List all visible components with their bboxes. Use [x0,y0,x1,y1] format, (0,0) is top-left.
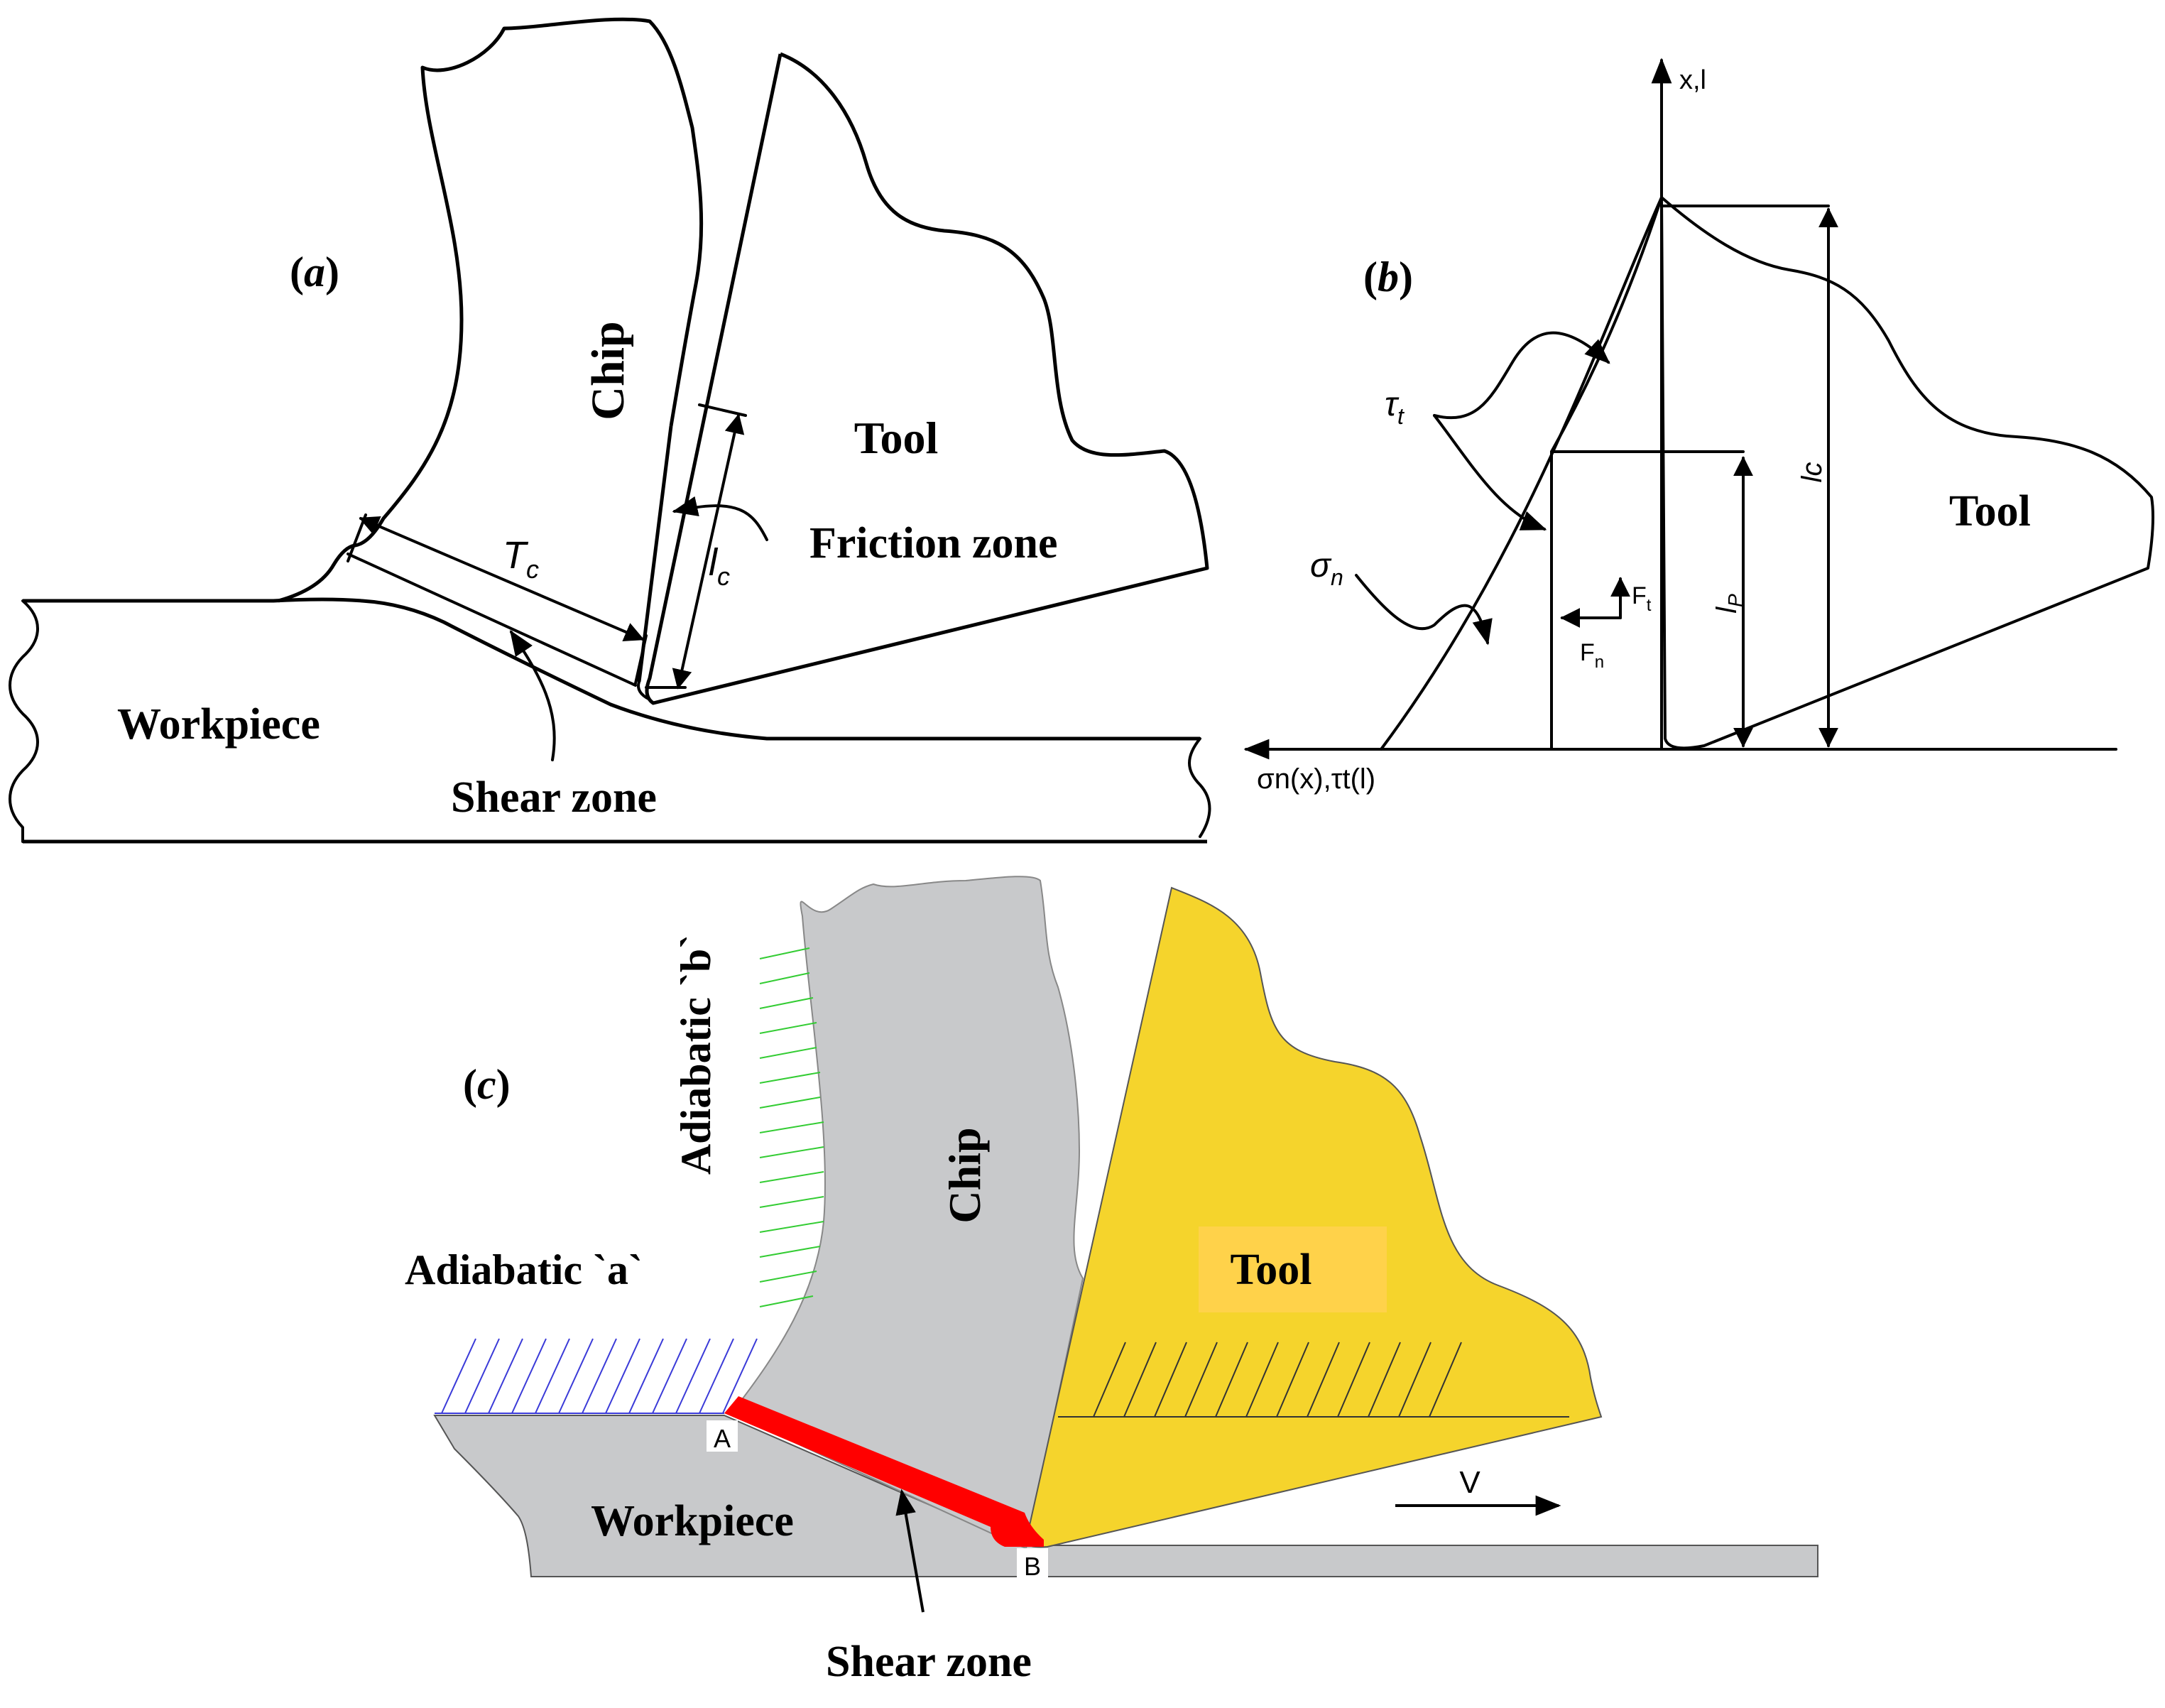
panel-c: A B V (c) Adiabatic `b` Adiabatic `a` Ch… [405,876,1818,1686]
tool-c [1025,886,1603,1548]
tool-label-b: Tool [1949,487,2031,535]
panel-a: (a) Chip Tool Friction zone Workpiece Sh… [9,17,1211,844]
chip-c [730,876,1084,1550]
workpiece-right-edge-a [1188,737,1211,838]
fn-label-b: Fn [1580,639,1604,672]
workpiece-left-edge-a [9,599,39,843]
tool-label-c: Tool [1231,1246,1312,1294]
adiabatic-a-hatch [435,1338,758,1414]
chip-outline-a [278,17,704,603]
adiabatic-b-hatch [759,947,824,1307]
shear-zone-label-a: Shear zone [451,773,657,822]
tool-label-bg-c [1199,1226,1387,1312]
tool-outline-b [1660,196,2155,750]
tc-label-a: Tc [503,534,539,584]
panel-label-c: (c) [463,1061,511,1108]
adiabatic-b-label: Adiabatic `b` [672,935,719,1175]
lc-label-b: lc [1796,462,1828,483]
shear-zone-leader-a [510,630,556,761]
friction-zone-label-a: Friction zone [809,519,1058,567]
panel-label-b: (b) [1363,254,1413,300]
panel-b: (b) x,l σn(x),τt(l) τt σn Ft Fn lP lc To… [1243,58,2155,795]
chip-label-c: Chip [939,1127,990,1223]
lc-extension-top-a [698,403,747,417]
tc-dimension-line-a [359,516,645,641]
chip-label-a: Chip [582,321,634,420]
adiabatic-a-label: Adiabatic `a` [405,1246,643,1293]
tc-extension-left-a [347,513,367,562]
x-axis-label-b: σn(x),τt(l) [1257,763,1375,795]
sigma-label-b: σn [1310,547,1343,590]
shear-zone-band-c [724,1396,1044,1547]
lc-label-a: lc [709,541,730,591]
friction-zone-leader-a [672,496,768,541]
tc-extension-right-a [634,634,648,685]
sigma-curve-b [1380,196,1663,751]
tau-leader-upper-b [1433,331,1610,420]
lp-label-b: lP [1711,594,1746,614]
shear-zone-label-c: Shear zone [826,1638,1032,1686]
ft-label-b: Ft [1632,582,1652,615]
velocity-label: V [1459,1465,1480,1500]
point-a-label: A [714,1424,731,1453]
workpiece-label-c: Workpiece [591,1497,794,1545]
sigma-leader-b [1355,574,1493,646]
tool-hatch-c [1058,1342,1569,1418]
tau-leader-lower-b [1433,414,1547,531]
tool-outline-a [645,52,1209,705]
workpiece-label-a: Workpiece [117,700,320,749]
y-axis-label-b: x,l [1679,65,1706,95]
panel-label-a: (a) [290,249,339,295]
point-b-label: B [1024,1552,1041,1581]
tool-label-a: Tool [854,413,939,463]
point-a-box [707,1420,738,1452]
point-b-box [1017,1548,1048,1579]
tau-label-b: τt [1385,386,1405,429]
lc-dimension-line-a [672,413,745,690]
shear-zone-leader-c [895,1489,925,1613]
workpiece-c [433,1415,1818,1577]
